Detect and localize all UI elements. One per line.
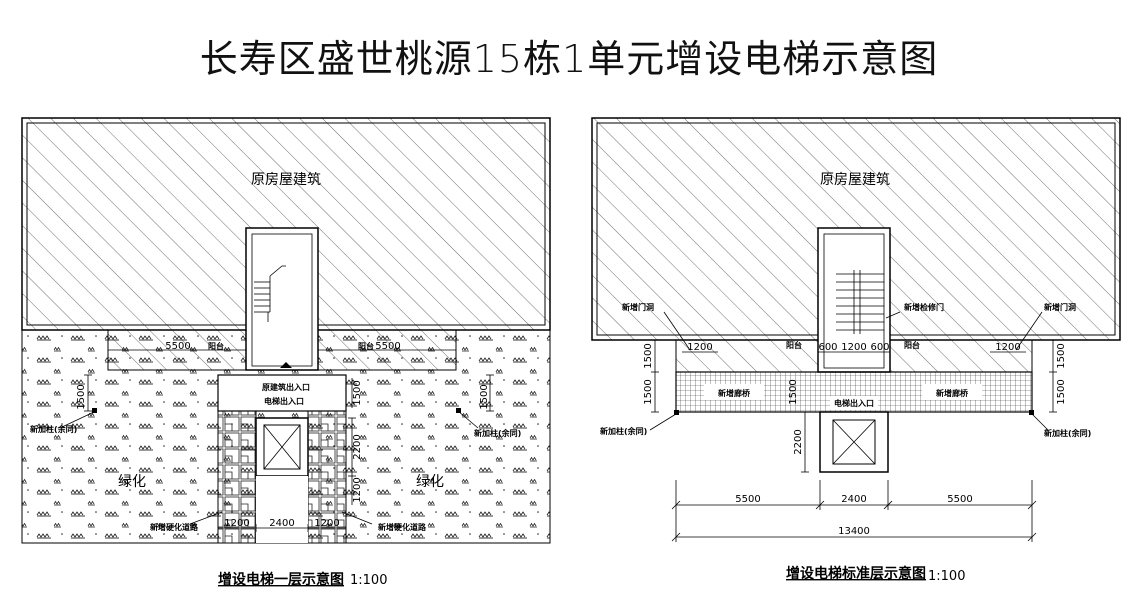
svg-text:新增硬化道路: 新增硬化道路 [378,522,427,532]
svg-text:2200: 2200 [793,429,804,454]
building-label-right: 原房屋建筑 [820,172,890,188]
svg-text:1:100: 1:100 [350,573,387,588]
svg-text:5500: 5500 [165,341,190,352]
svg-text:电梯出入口: 电梯出入口 [264,396,304,406]
stairwell-left [245,227,319,371]
svg-text:1200: 1200 [352,477,363,502]
paving-left [217,410,257,544]
svg-text:600: 600 [818,342,837,353]
page-title: 长寿区盛世桃源15栋1单元增设电梯示意图 [199,37,939,81]
entrance-area-left [217,374,347,412]
svg-text:1200: 1200 [687,342,712,353]
caption-left: 增设电梯一层示意图 [218,571,344,588]
svg-text:电梯出入口: 电梯出入口 [834,398,874,408]
svg-text:新增门洞: 新增门洞 [1044,302,1076,312]
svg-text:5500: 5500 [375,341,400,352]
svg-text:5500: 5500 [947,494,972,505]
svg-text:1500: 1500 [479,384,490,409]
svg-text:阳台: 阳台 [904,340,920,350]
svg-text:1500: 1500 [788,379,799,404]
svg-text:2400: 2400 [841,494,866,505]
svg-text:1500: 1500 [1056,379,1067,404]
svg-text:新增廊桥: 新增廊桥 [936,388,969,398]
svg-text:1500: 1500 [1056,343,1067,368]
green-label-left: 绿化 [118,474,146,490]
svg-text:新加柱(余同): 新加柱(余同) [600,426,647,436]
svg-text:1:100: 1:100 [928,569,965,584]
svg-text:1200: 1200 [995,342,1020,353]
ground-floor-plan: 原房屋建筑 5500 阳台 阳台 5500 原建筑出入口 电梯出入口 [21,117,551,588]
svg-text:1200: 1200 [841,342,866,353]
svg-text:5500: 5500 [735,494,760,505]
svg-text:2400: 2400 [269,518,294,529]
svg-text:阳台: 阳台 [208,341,224,351]
svg-text:2200: 2200 [352,434,363,459]
building-label-left: 原房屋建筑 [251,172,321,188]
svg-text:1500: 1500 [352,380,363,405]
svg-text:新增门洞: 新增门洞 [622,302,654,312]
entry-arrow-left [280,362,292,368]
caption-right: 增设电梯标准层示意图 [786,565,926,582]
svg-text:1200: 1200 [224,518,249,529]
svg-text:新加柱(余同): 新加柱(余同) [30,424,77,434]
svg-text:原建筑出入口: 原建筑出入口 [262,382,310,392]
svg-text:600: 600 [870,342,889,353]
svg-text:阳台: 阳台 [786,340,802,350]
svg-text:1500: 1500 [76,384,87,409]
svg-text:新增硬化道路: 新增硬化道路 [150,522,199,532]
svg-text:13400: 13400 [838,526,870,537]
svg-text:阳台: 阳台 [358,341,374,351]
svg-text:新加柱(余同): 新加柱(余同) [474,428,521,438]
svg-text:1500: 1500 [643,343,654,368]
stair-steps-left [254,265,286,322]
svg-text:新增廊桥: 新增廊桥 [718,388,751,398]
svg-text:1200: 1200 [314,518,339,529]
green-label-right: 绿化 [416,474,444,490]
standard-floor-plan: 原房屋建筑 新增廊桥 新增廊桥 电梯出入口 新增门洞 新增检修门 [591,117,1121,584]
svg-text:新加柱(余同): 新加柱(余同) [1044,428,1091,438]
svg-text:1500: 1500 [643,379,654,404]
stair-steps-right [836,270,884,334]
svg-text:新增检修门: 新增检修门 [904,302,944,312]
